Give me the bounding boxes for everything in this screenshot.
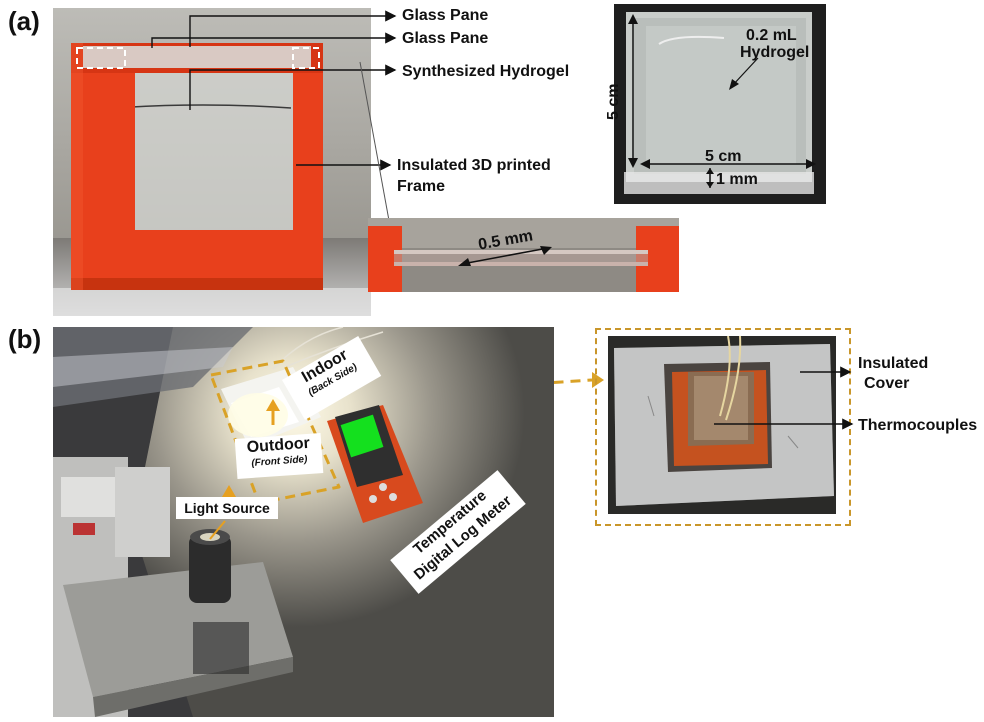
volume-label-line2: Hydrogel [740,44,810,61]
width-dimension-label: 5 cm [705,148,742,165]
light-source-label-box: Light Source [176,497,278,519]
panel-b-label: (b) [8,324,42,354]
hydrogel-label: Synthesized Hydrogel [402,63,570,80]
glass-pane-label-2: Glass Pane [402,30,489,47]
light-source-label: Light Source [184,500,270,516]
insulated-box-photo [608,336,836,514]
thermocouples-label: Thermocouples [858,417,978,434]
cover-label-line2: Cover [864,375,910,392]
volume-label-line1: 0.2 mL [746,27,797,44]
panel-a-label: (a) [8,6,40,36]
gap-inset-photo [368,218,679,292]
height-dimension-label: 5 cm [605,83,622,120]
frame-photo [53,8,371,316]
sample-inset-photo [614,4,826,204]
cover-label-line1: Insulated [858,355,929,372]
thickness-dimension-label: 1 mm [716,171,758,188]
frame-label-line2: Frame [397,178,446,195]
glass-pane-label-1: Glass Pane [402,7,489,24]
frame-label-line1: Insulated 3D printed [397,157,551,174]
outdoor-label-box: Outdoor (Front Side) [234,433,324,479]
